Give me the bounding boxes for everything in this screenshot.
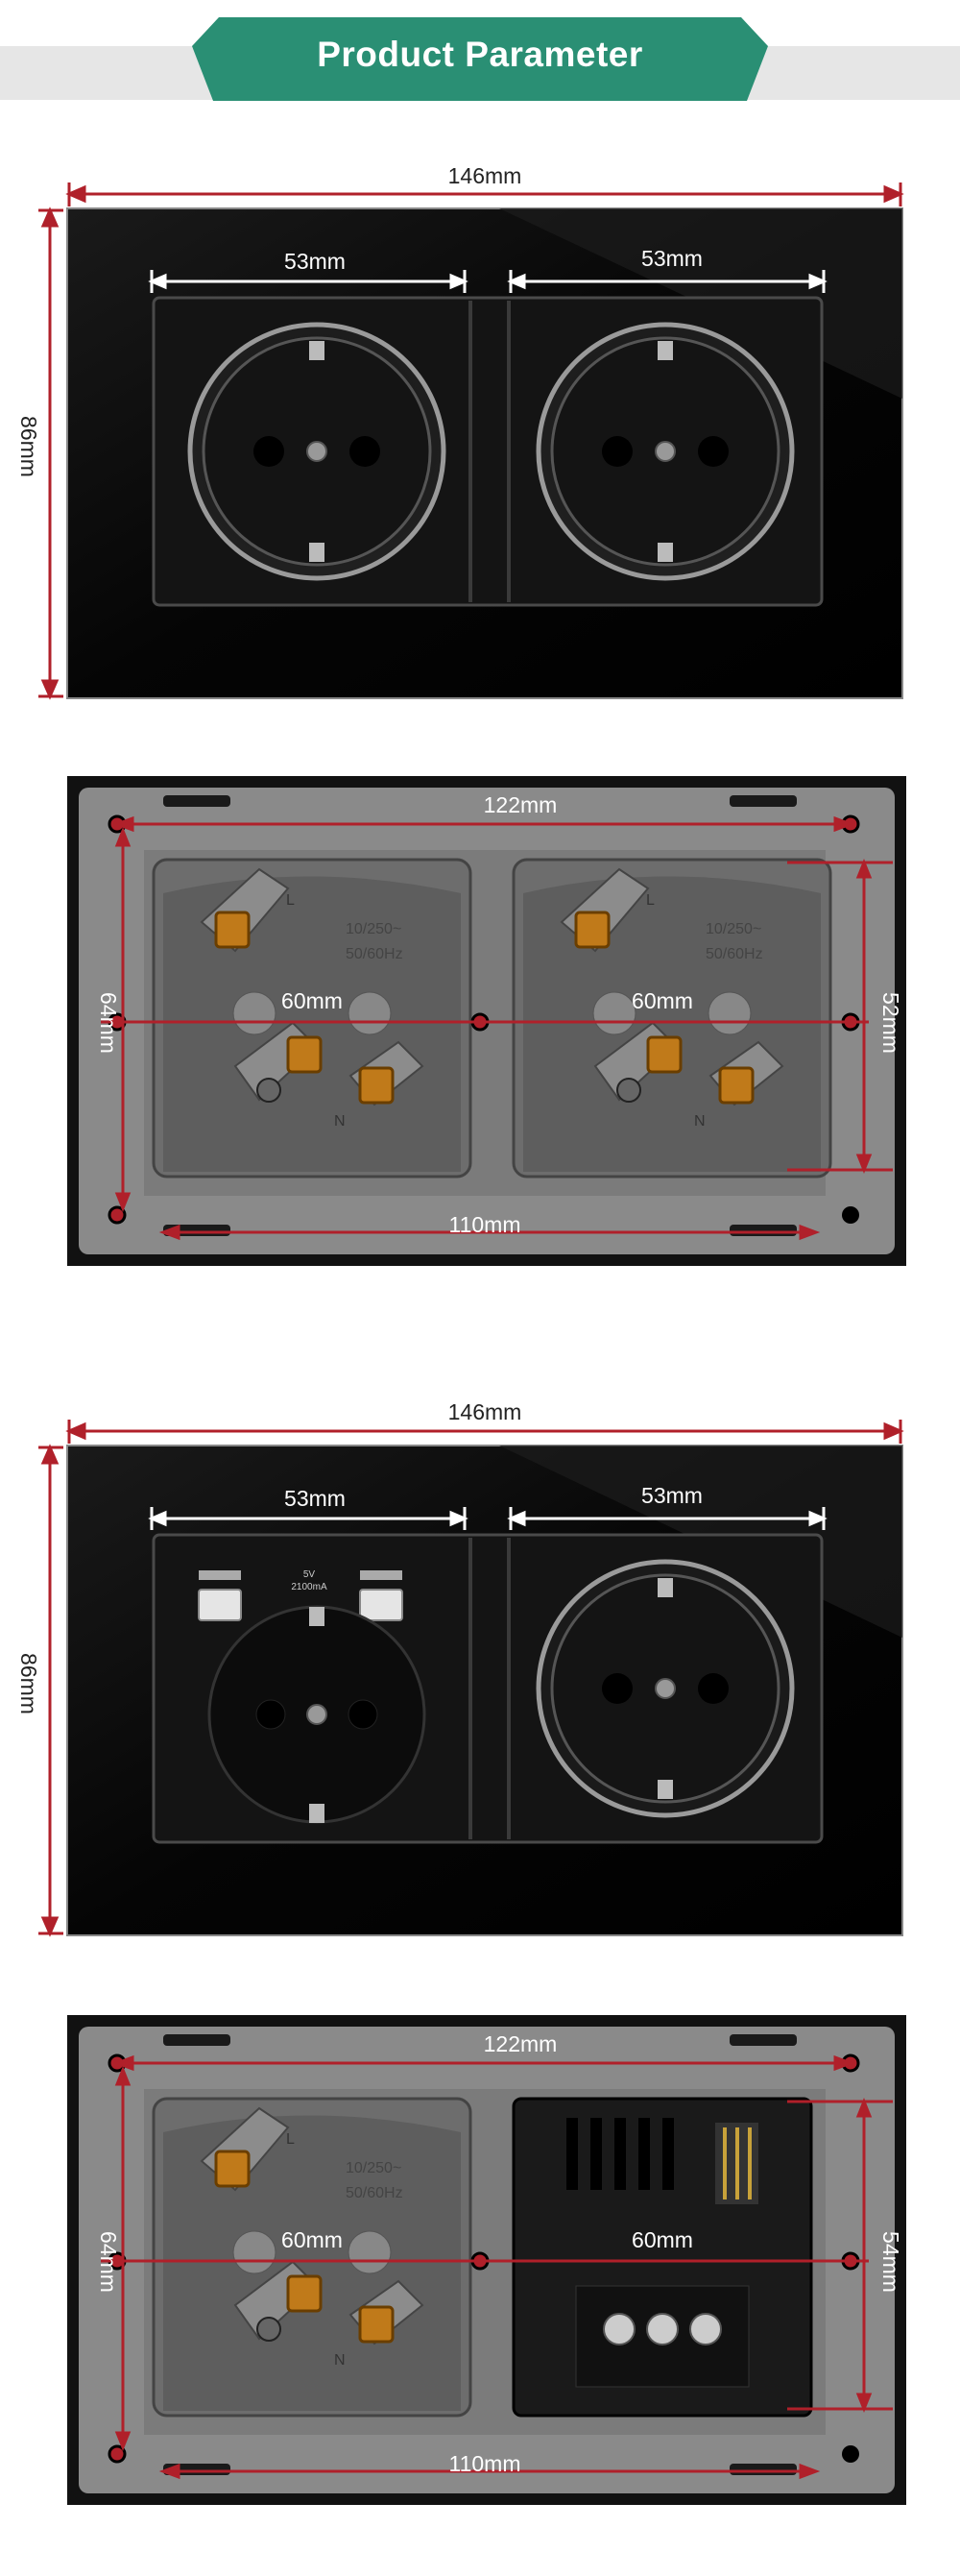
front-view-usb-socket: 5V 2100mA 146mm 86mm 53mm 53mm	[16, 1399, 904, 1937]
bottom-width-label: 110mm	[449, 2451, 521, 2476]
page-title: Product Parameter	[317, 35, 643, 74]
left-height-label: 64mm	[96, 2231, 121, 2293]
svg-text:N: N	[334, 2352, 346, 2369]
usb-schuko-socket: 5V 2100mA	[198, 1569, 426, 1824]
svg-text:L: L	[286, 892, 295, 909]
height-dimension	[38, 207, 63, 700]
width-label: 146mm	[448, 1399, 522, 1424]
height-label: 86mm	[16, 1653, 41, 1714]
socket-module-left: L N 10/250~ 50/60Hz	[152, 2097, 472, 2418]
width-dimension	[65, 182, 904, 207]
right-unit-label: 53mm	[641, 1483, 703, 1508]
usb-module-right	[512, 2097, 813, 2418]
svg-text:L: L	[286, 2131, 295, 2148]
right-height-label: 54mm	[878, 2231, 903, 2293]
left-center-label: 60mm	[281, 2227, 343, 2252]
back-view-double-socket: L N 10/250~ 50/60Hz L N 10/250~ 50/60Hz	[67, 776, 906, 1266]
bottom-width-label: 110mm	[449, 1212, 521, 1237]
height-label: 86mm	[16, 416, 41, 477]
right-unit-label: 53mm	[641, 246, 703, 271]
left-center-label: 60mm	[281, 988, 343, 1013]
left-height-label: 64mm	[96, 992, 121, 1054]
svg-text:10/250~: 10/250~	[346, 921, 401, 937]
right-center-label: 60mm	[632, 988, 693, 1013]
left-unit-dimension	[148, 270, 468, 293]
usb-port-right	[359, 1589, 403, 1621]
left-unit-label: 53mm	[284, 1486, 346, 1511]
svg-text:2100mA: 2100mA	[291, 1582, 327, 1592]
socket-module-right: L N 10/250~ 50/60Hz	[512, 858, 832, 1179]
svg-text:L: L	[646, 892, 655, 909]
schuko-socket-left	[187, 322, 446, 581]
svg-text:50/60Hz: 50/60Hz	[346, 946, 403, 962]
schuko-socket-right	[536, 322, 795, 581]
svg-text:50/60Hz: 50/60Hz	[706, 946, 763, 962]
front-view-double-socket: 146mm 86mm 53mm 53mm	[16, 163, 904, 700]
back-view-usb-socket: L N 10/250~ 50/60Hz	[67, 2015, 906, 2505]
left-unit-label: 53mm	[284, 249, 346, 274]
width-label: 146mm	[448, 163, 522, 188]
top-width-label: 122mm	[484, 792, 558, 817]
svg-text:N: N	[694, 1113, 706, 1130]
socket-module-left: L N 10/250~ 50/60Hz	[152, 858, 472, 1179]
svg-text:10/250~: 10/250~	[346, 2160, 401, 2176]
top-width-label: 122mm	[484, 2031, 558, 2056]
right-center-label: 60mm	[632, 2227, 693, 2252]
svg-text:10/250~: 10/250~	[706, 921, 761, 937]
header-ribbon	[192, 17, 768, 101]
svg-text:5V: 5V	[303, 1569, 316, 1580]
usb-port-left	[198, 1589, 242, 1621]
schuko-socket-right	[536, 1559, 795, 1818]
svg-text:N: N	[334, 1113, 346, 1130]
right-height-label: 52mm	[878, 992, 903, 1054]
svg-text:50/60Hz: 50/60Hz	[346, 2185, 403, 2201]
right-unit-dimension	[507, 270, 828, 293]
